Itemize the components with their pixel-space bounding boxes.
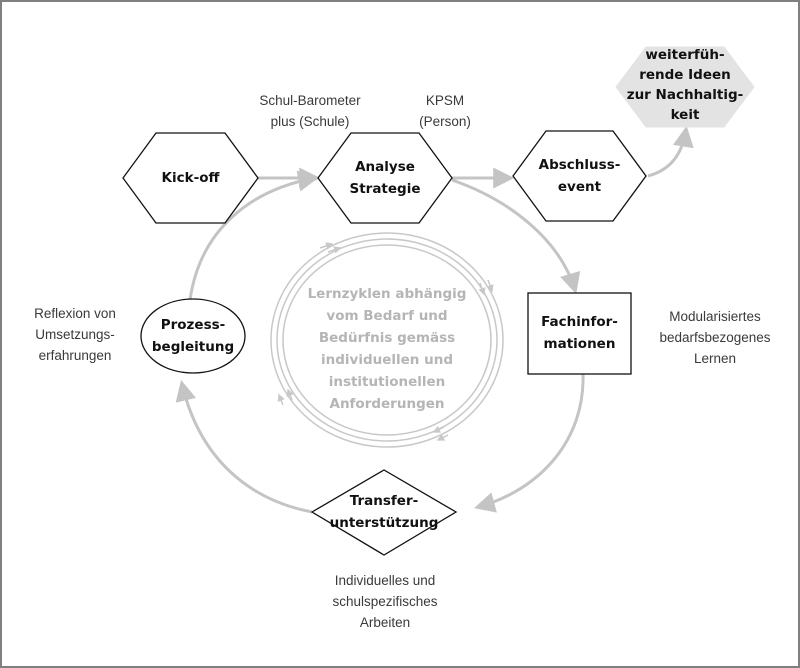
analyse-hexagon[interactable] xyxy=(317,132,453,224)
fachinformationen-box[interactable] xyxy=(527,292,632,375)
arrow-analyse-to-fachinformationen xyxy=(451,178,581,295)
reflexion-annotation: Reflexion von Umsetzungs- erfahrungen xyxy=(34,306,116,363)
fachinformationen-label: Fachinfor- mationen xyxy=(541,314,618,352)
kickoff-label: Kick-off xyxy=(161,170,220,186)
arrow-prozess-to-analyse xyxy=(188,170,320,301)
abschluss-hexagon[interactable] xyxy=(512,130,647,222)
prozess-label: Prozess- begleitung xyxy=(151,317,235,355)
kickoff-hexagon[interactable] xyxy=(122,132,259,224)
arrow-fachinformationen-to-transfer xyxy=(473,373,585,513)
analyse-label: Analyse Strategie xyxy=(349,159,421,197)
abschluss-label: Abschluss- event xyxy=(538,157,621,195)
arrow-transfer-to-prozess xyxy=(175,379,313,514)
transfer-label: Transfer- unterstützung xyxy=(329,493,439,531)
arrow-abschluss-to-weiterfuehrend xyxy=(647,125,694,178)
weiterfuehrend-label: weiterfüh- rende Ideen zur Nachhaltig- k… xyxy=(626,47,744,123)
schulbarometer-annotation: Schul-Barometer plus (Schule) xyxy=(259,93,361,129)
kpsm-annotation: KPSM (Person) xyxy=(419,93,471,129)
inner-learning-cycles xyxy=(270,232,504,448)
prozess-ellipse[interactable] xyxy=(140,298,246,374)
modularisiert-annotation: Modularisiertes bedarfsbezogenes Lernen xyxy=(659,309,771,366)
center-cycle-text: Lernzyklen abhängig vom Bedarf und Bedür… xyxy=(307,286,467,412)
transfer-diamond[interactable] xyxy=(310,469,458,556)
individuell-annotation: Individuelles und schulspezifisches Arbe… xyxy=(332,573,438,630)
weiterfuehrend-hexagon[interactable] xyxy=(615,46,755,128)
